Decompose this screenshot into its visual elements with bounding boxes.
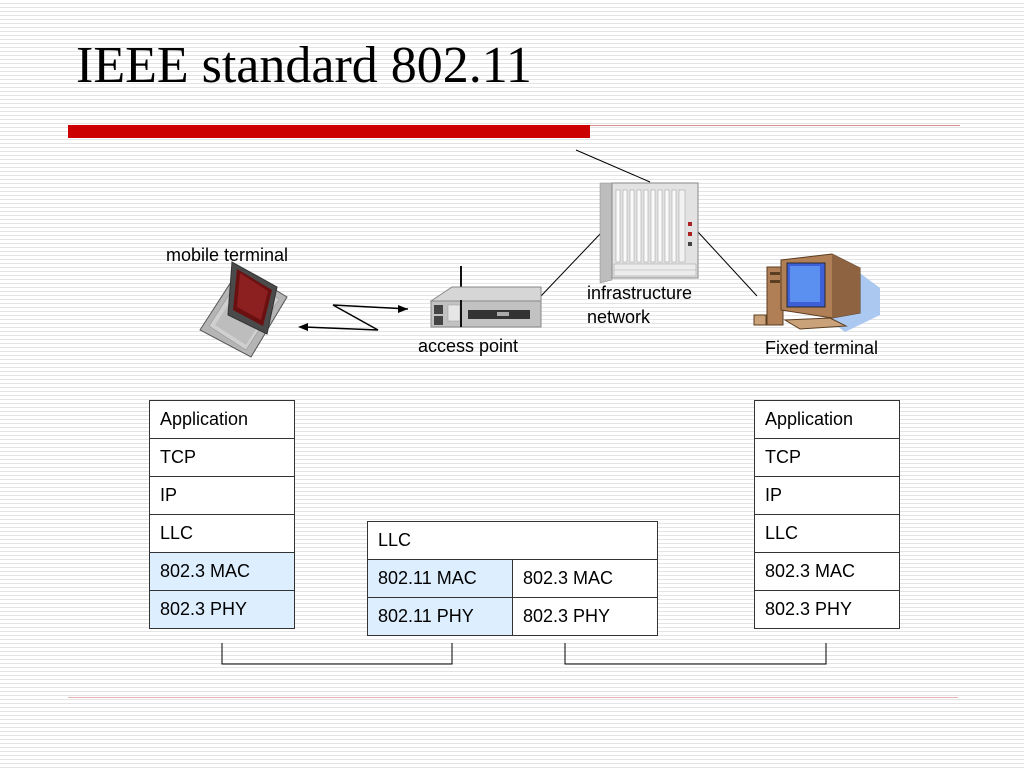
stack-layer-tcp: TCP <box>754 438 900 477</box>
infrastructure-network-label-line2: network <box>587 307 651 327</box>
access-point-label: access point <box>418 336 519 356</box>
stack-layer-llc: LLC <box>149 514 295 553</box>
phy-link-wireless <box>221 643 453 665</box>
stack-layer-mac: 802.3 MAC <box>149 552 295 591</box>
stack-layer-application: Application <box>754 400 900 439</box>
phy-link-wired <box>564 643 827 665</box>
access-point-protocol-stack: LLC 802.11 MAC 802.3 MAC 802.11 PHY 802.… <box>367 521 658 636</box>
server-rack-icon <box>599 182 699 284</box>
stack-layer-mac: 802.3 MAC <box>754 552 900 591</box>
ap-to-rack-line <box>540 231 603 297</box>
title-rule <box>590 125 960 126</box>
slide-title: IEEE standard 802.11 <box>76 37 532 94</box>
stack-layer-llc: LLC <box>367 521 658 560</box>
stack-layer-wired-phy: 802.3 PHY <box>512 597 658 636</box>
stack-layer-wired-mac: 802.3 MAC <box>512 559 658 598</box>
fixed-terminal-label: Fixed terminal <box>765 338 879 358</box>
mobile-protocol-stack: Application TCP IP LLC 802.3 MAC 802.3 P… <box>149 400 295 629</box>
infrastructure-network-label-line1: infrastructure <box>587 283 693 303</box>
stack-layer-wireless-mac: 802.11 MAC <box>367 559 513 598</box>
desktop-computer-icon <box>753 253 880 332</box>
wireless-link-icon <box>298 304 409 331</box>
stack-layer-ip: IP <box>754 476 900 515</box>
laptop-icon <box>199 261 288 358</box>
stack-layer-tcp: TCP <box>149 438 295 477</box>
fixed-protocol-stack: Application TCP IP LLC 802.3 MAC 802.3 P… <box>754 400 900 629</box>
footer-rule <box>68 697 958 698</box>
stack-layer-llc: LLC <box>754 514 900 553</box>
stack-layer-wireless-phy: 802.11 PHY <box>367 597 513 636</box>
access-point-icon <box>429 266 542 328</box>
stack-layer-ip: IP <box>149 476 295 515</box>
title-accent-bar <box>68 125 590 138</box>
stack-layer-application: Application <box>149 400 295 439</box>
rack-to-desktop-line <box>697 231 758 297</box>
mobile-terminal-label: mobile terminal <box>166 245 289 265</box>
stack-layer-phy: 802.3 PHY <box>754 590 900 629</box>
rack-top-line <box>575 149 651 183</box>
stack-layer-phy: 802.3 PHY <box>149 590 295 629</box>
